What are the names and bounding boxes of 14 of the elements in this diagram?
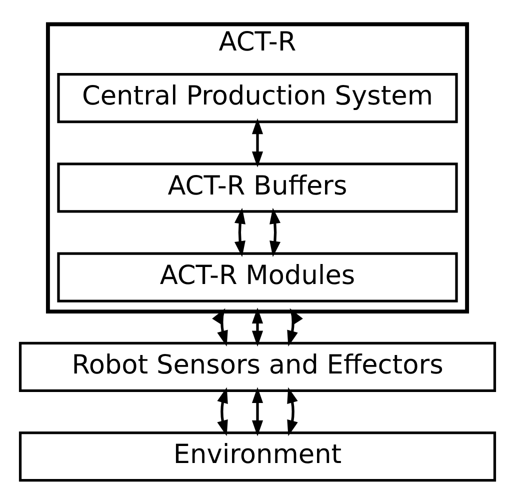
arrow — [252, 387, 264, 436]
node-box: Central Production System — [57, 73, 458, 124]
arrow — [270, 208, 281, 257]
node-box: Environment — [18, 432, 496, 482]
node-box: ACT-R Modules — [57, 252, 458, 302]
arrow — [234, 208, 246, 257]
arrow — [252, 118, 264, 168]
arrow — [217, 387, 228, 436]
arrow — [287, 387, 298, 436]
node-box: Robot Sensors and Effectors — [18, 342, 496, 392]
node-box: ACT-R Buffers — [57, 162, 458, 213]
arrow — [252, 308, 264, 347]
arrow — [212, 308, 228, 346]
arrow — [287, 308, 303, 346]
